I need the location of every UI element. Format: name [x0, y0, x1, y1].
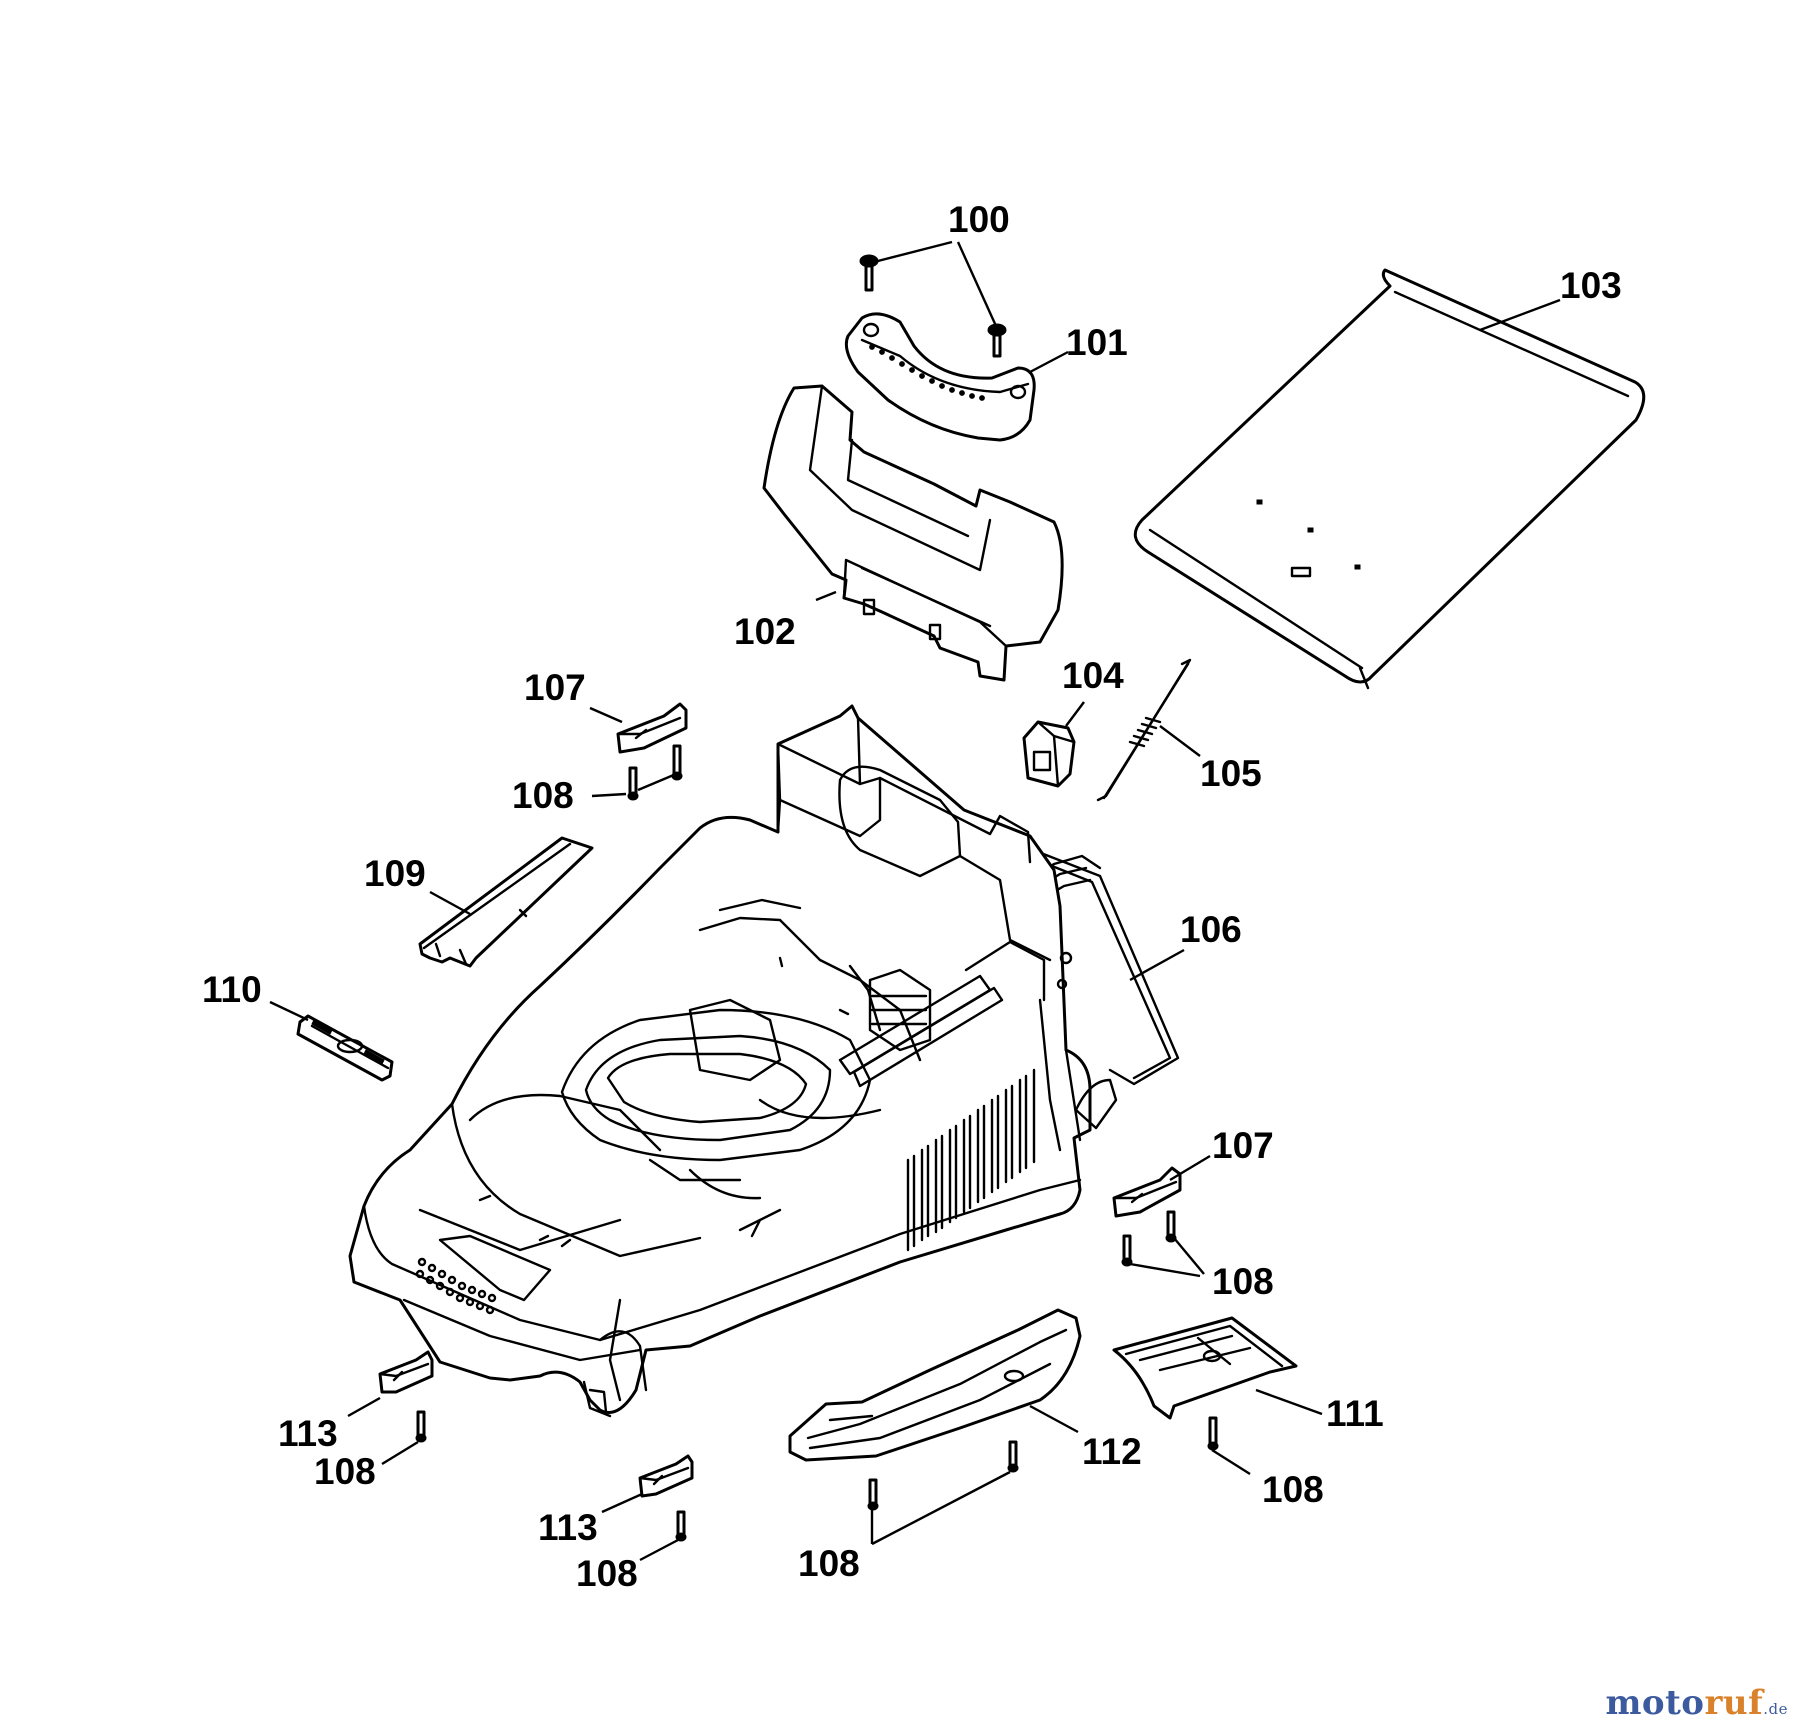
part-103-lid — [1133, 268, 1646, 690]
deck-vent-slots — [906, 1068, 1036, 1252]
callout-105: 105 — [1200, 753, 1262, 794]
part-107-clip-lower — [1112, 1166, 1182, 1218]
callout-108-upper: 108 — [512, 775, 574, 816]
callout-112: 112 — [1082, 1431, 1142, 1472]
part-107-clip-upper — [616, 702, 688, 754]
callout-100: 100 — [948, 199, 1010, 240]
callout-111: 111 — [1326, 1393, 1384, 1434]
callout-108-far-right: 108 — [1262, 1469, 1324, 1510]
callout-109: 109 — [364, 853, 426, 894]
callout-101: 101 — [1066, 322, 1128, 363]
callout-102: 102 — [734, 611, 796, 652]
watermark-part-b: ruf — [1704, 1683, 1764, 1723]
part-102-bracket — [762, 384, 1064, 682]
part-109-strip — [418, 836, 594, 968]
part-104-bushing — [1022, 720, 1076, 788]
callout-104: 104 — [1062, 655, 1124, 696]
callout-108-bottom: 108 — [576, 1553, 638, 1594]
leader-lines — [269, 240, 1561, 1562]
mower-deck — [348, 704, 1118, 1418]
part-113-clip-upper — [378, 1350, 434, 1394]
vent-dots-101 — [869, 344, 985, 401]
motoruf-watermark: motoruf.de — [1605, 1683, 1788, 1723]
callout-108-center: 108 — [798, 1543, 860, 1584]
watermark-tld: .de — [1763, 1700, 1788, 1718]
callout-113-upper: 113 — [278, 1413, 338, 1454]
part-101-handle-cover — [844, 312, 1036, 442]
part-110-plate — [296, 1014, 394, 1082]
callout-106: 106 — [1180, 909, 1242, 950]
callout-113-lower: 113 — [538, 1507, 598, 1548]
callout-107-lower: 107 — [1212, 1125, 1274, 1166]
part-113-clip-lower — [638, 1454, 694, 1498]
part-112-cover — [788, 1308, 1082, 1462]
watermark-part-a: moto — [1605, 1683, 1705, 1723]
part-111-flap — [1112, 1316, 1298, 1420]
callout-103: 103 — [1560, 265, 1622, 306]
callout-108-left: 108 — [314, 1451, 376, 1492]
callout-107-upper: 107 — [524, 667, 586, 708]
callout-108-right: 108 — [1212, 1261, 1274, 1302]
part-100-screws — [859, 254, 1007, 358]
callout-110: 110 — [202, 969, 262, 1010]
part-108-screws — [415, 744, 1219, 1542]
front-vent-dots — [415, 1257, 497, 1315]
callout-labels: 100 101 103 102 104 105 106 107 108 109 … — [202, 199, 1622, 1594]
part-105-spring — [1096, 658, 1192, 802]
